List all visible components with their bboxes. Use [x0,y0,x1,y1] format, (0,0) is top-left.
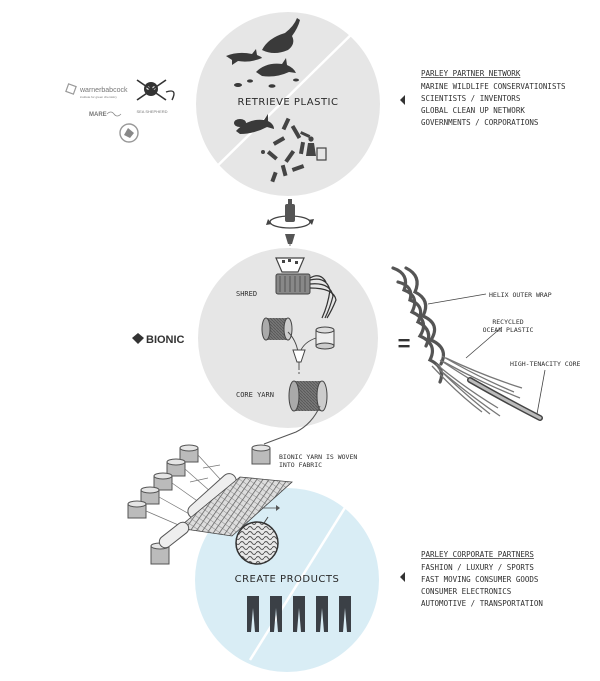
loom: BIONIC YARN IS WOVEN INTO FABRIC [127,444,357,565]
retrieve-stage: RETRIEVE PLASTIC [196,12,380,196]
loom-spools [127,444,271,565]
partner-network-heading: PARLEY PARTNER NETWORK [421,69,521,78]
callout-line [536,369,546,415]
helix-wrap-icon [391,266,445,384]
create-divider [248,505,348,661]
warner-babcock-logo-sub: institute for green chemistry [80,95,117,99]
yarn-spool-left [261,317,293,341]
yarn-illustration: HELIX OUTER WRAP RECYCLED OCEAN PLASTIC … [391,266,581,421]
corporate-partner-item: CONSUMER ELECTRONICS [421,587,512,596]
shred-label: SHRED [236,290,257,298]
partner-network-item: SCIENTISTS / INVENTORS [421,94,521,103]
corporate-partner-item: FAST MOVING CONSUMER GOODS [421,575,539,584]
equals-sign: = [398,331,411,356]
helix-label: HELIX OUTER WRAP [489,291,552,299]
fish-icon [293,78,299,82]
shredder-icon [275,273,311,295]
partner-network-list: PARLEY PARTNER NETWORK MARINE WILDLIFE C… [400,69,566,127]
create-title: CREATE PRODUCTS [235,574,340,585]
mare-logo-icon [106,111,122,117]
warner-babcock-logo-text: warnerbabcock [79,87,128,94]
dolphin-icon [256,58,296,77]
jeans-icon [339,596,351,632]
shred-flakes [282,259,298,264]
pointer-arrow-icon [400,95,405,105]
jeans-icon [247,596,259,632]
pointer-arrow-icon [400,572,405,582]
partner-seal-logo-icon [119,123,139,143]
core-yarn-label: CORE YARN [236,391,274,399]
fish-icon [234,83,242,87]
callout-line [465,326,503,359]
fabric-magnifier-icon [235,516,279,565]
woven-label-line1: BIONIC YARN IS WOVEN [279,453,357,461]
bottle-icon [285,204,295,222]
loom-roller-icon [158,521,190,549]
yarn-to-loom-thread [263,405,321,445]
jeans-icon [316,596,328,632]
yarn-spool-right [315,326,335,350]
recycle-loop [266,199,314,255]
core-yarn-spool-icon [288,380,328,412]
corporate-partner-item: AUTOMOTIVE / TRANSPORTATION [421,599,543,608]
partner-network-item: MARINE WILDLIFE CONSERVATIONISTS [421,82,566,91]
jeans-products [247,596,351,632]
corporate-partners-list: PARLEY CORPORATE PARTNERS FASHION / LUXU… [400,550,543,608]
core-label: HIGH-TENACITY CORE [510,360,581,368]
bionic-brand: BIONIC [146,334,185,346]
funnel-icon [285,234,295,244]
partner-logos: warnerbabcock institute for green chemis… [65,79,175,143]
jeans-icon [293,596,305,632]
callout-line [427,293,487,305]
fish-icon [268,84,276,88]
fish-icon [247,79,253,83]
mare-logo-text: MARE [89,112,107,118]
partner-network-item: GLOBAL CLEAN UP NETWORK [421,106,525,115]
corporate-partners-heading: PARLEY CORPORATE PARTNERS [421,550,534,559]
partner-seal-mark [124,128,134,138]
partner-network-item: GOVERNMENTS / CORPORATIONS [421,118,539,127]
fiber-strands-icon [309,275,337,319]
shark-icon [226,49,262,65]
woven-fabric-icon [177,476,293,537]
bionic-stage: SHRED CORE YARN [198,248,378,445]
retrieve-divider [204,23,363,179]
recycle-bin-icon [306,136,327,161]
jeans-icon [270,596,282,632]
recycled-label-line1: RECYCLED [492,318,523,326]
bionic-logo: BIONIC [132,333,185,346]
sea-shepherd-logo-text: SEA SHEPHERD [136,109,167,114]
corporate-partner-item: FASHION / LUXURY / SPORTS [421,563,534,572]
plastic-debris-icon [261,117,312,183]
recycled-label-line2: OCEAN PLASTIC [483,326,534,334]
dolphin-icon [236,114,274,134]
bionic-logo-icon [132,333,144,344]
sea-shepherd-logo-icon [136,79,175,101]
retrieve-title: RETRIEVE PLASTIC [238,97,339,108]
warner-babcock-logo-icon [65,83,77,95]
woven-label-line2: INTO FABRIC [279,461,322,469]
merge-funnel-icon [292,349,306,363]
whale-icon [262,18,300,53]
